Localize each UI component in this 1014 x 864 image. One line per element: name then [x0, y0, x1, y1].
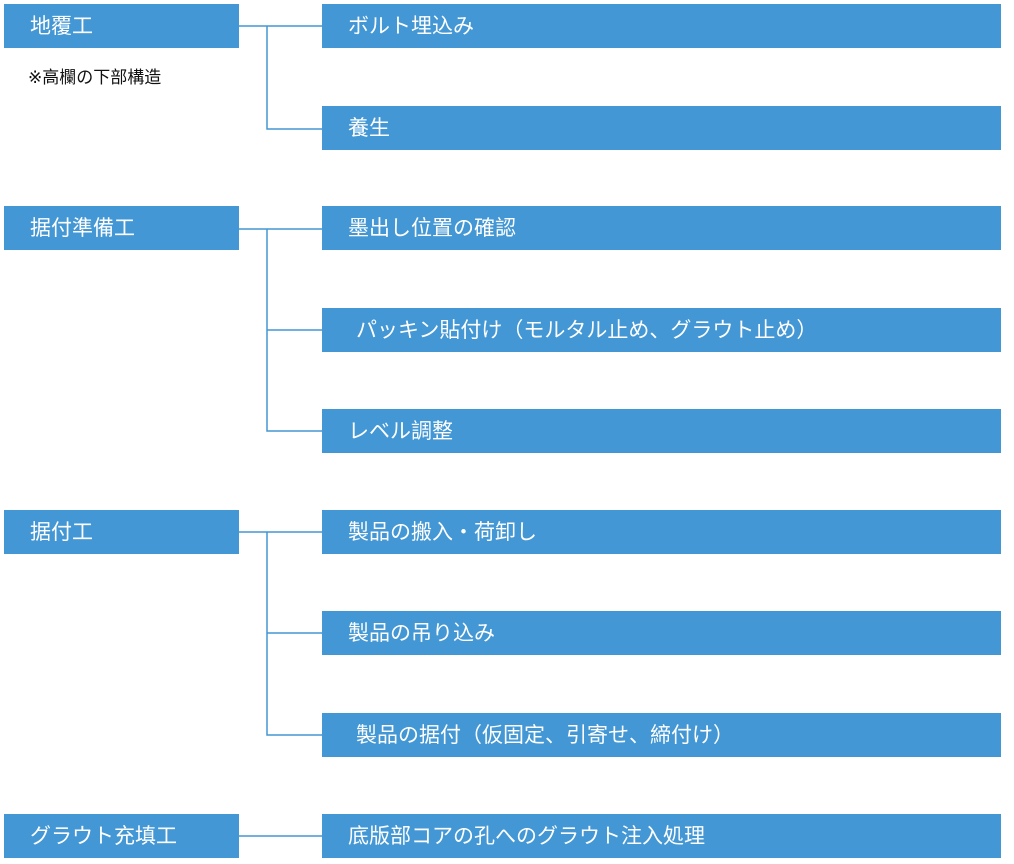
step-label: 養生	[348, 116, 390, 140]
step-box-bolt: ボルト埋込み	[322, 4, 1001, 48]
process-box-grout: グラウト充填工	[4, 814, 239, 858]
step-box-delivery: 製品の搬入・荷卸し	[322, 510, 1001, 554]
step-label: パッキン貼付け（モルタル止め、グラウト止め）	[356, 318, 818, 342]
process-box-preparation: 据付準備工	[4, 206, 239, 250]
step-label: ボルト埋込み	[348, 14, 474, 38]
process-box-installation: 据付工	[4, 510, 239, 554]
step-box-curing: 養生	[322, 106, 1001, 150]
connector-group-3	[239, 531, 322, 736]
process-label: 地覆工	[30, 14, 93, 38]
process-box-jifuku: 地覆工	[4, 4, 239, 48]
step-label: レベル調整	[348, 419, 453, 443]
step-box-grout-injection: 底版部コアの孔へのグラウト注入処理	[322, 814, 1001, 858]
process-note: ※高欄の下部構造	[28, 68, 162, 88]
step-box-packing: パッキン貼付け（モルタル止め、グラウト止め）	[322, 308, 1001, 352]
step-box-setting: 製品の据付（仮固定、引寄せ、締付け）	[322, 713, 1001, 757]
process-label: グラウト充填工	[30, 824, 177, 848]
step-label: 製品の吊り込み	[348, 621, 495, 645]
connector-group-1	[239, 25, 322, 130]
connector-group-2	[239, 228, 322, 432]
step-box-level: レベル調整	[322, 409, 1001, 453]
step-box-lifting: 製品の吊り込み	[322, 611, 1001, 655]
process-label: 据付準備工	[30, 216, 135, 240]
process-label: 据付工	[30, 520, 93, 544]
step-label: 底版部コアの孔へのグラウト注入処理	[348, 824, 705, 848]
step-box-marking: 墨出し位置の確認	[322, 206, 1001, 250]
step-label: 墨出し位置の確認	[348, 216, 516, 240]
step-label: 製品の搬入・荷卸し	[348, 520, 537, 544]
step-label: 製品の据付（仮固定、引寄せ、締付け）	[356, 723, 734, 747]
